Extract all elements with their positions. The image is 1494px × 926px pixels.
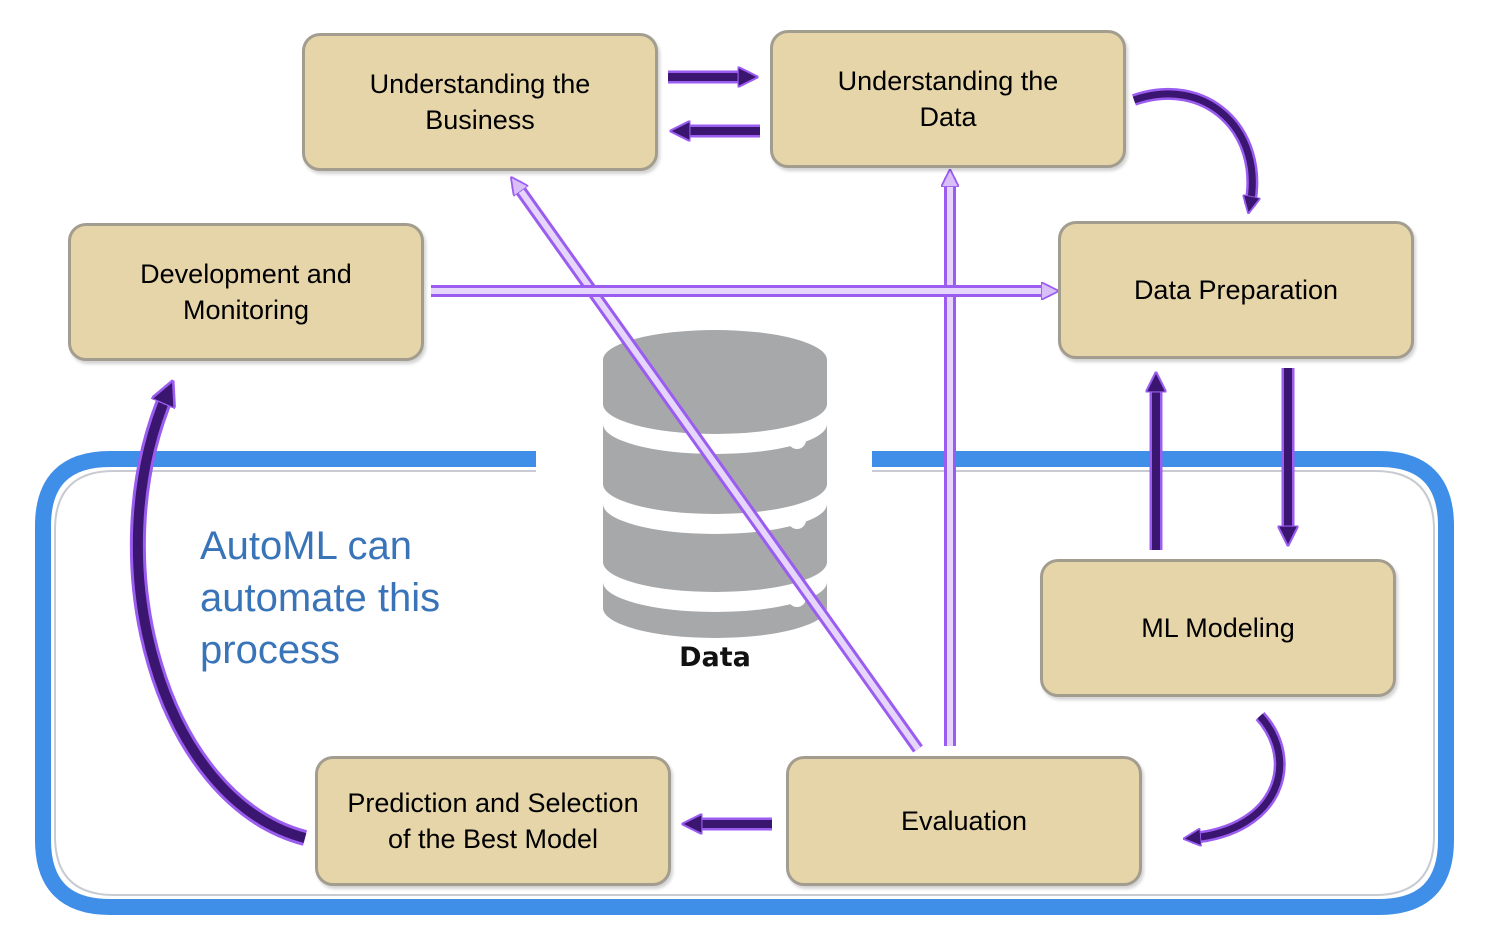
automl-frame <box>35 451 1454 915</box>
step-label: Data Preparation <box>1133 275 1339 305</box>
disk-light-1 <box>788 431 806 449</box>
database-label: Data <box>679 642 751 673</box>
step-business-understanding: Understanding the Business <box>302 33 658 171</box>
arrow-modeling-to-evaluation <box>1192 711 1286 838</box>
arrow-selection-to-deployment <box>129 392 308 846</box>
step-evaluation: Evaluation <box>786 756 1142 886</box>
step-label: Development and Monitoring <box>140 259 352 325</box>
step-label: Evaluation <box>900 806 1028 836</box>
step-label: Prediction and Selection of the Best Mod… <box>347 788 639 854</box>
feedback-arrows <box>431 178 1050 753</box>
database-icon <box>603 330 827 638</box>
step-data-understanding: Understanding the Data <box>770 30 1126 168</box>
automl-frame-inner <box>54 470 1435 896</box>
step-deployment: Development and Monitoring <box>68 223 424 361</box>
arrow-evaluation-to-business <box>516 184 923 753</box>
step-label: Understanding the Business <box>369 69 591 135</box>
step-label: Understanding the Data <box>837 66 1059 132</box>
step-label: ML Modeling <box>1141 613 1295 643</box>
automl-note: AutoML can automate this process <box>200 524 441 672</box>
arrow-data-to-preparation <box>1132 87 1252 205</box>
step-data-preparation: Data Preparation <box>1058 221 1414 359</box>
step-ml-modeling: ML Modeling <box>1040 559 1396 697</box>
disk-light-2 <box>788 511 806 529</box>
flow-arrows <box>129 77 1288 846</box>
step-model-selection: Prediction and Selection of the Best Mod… <box>315 756 671 886</box>
